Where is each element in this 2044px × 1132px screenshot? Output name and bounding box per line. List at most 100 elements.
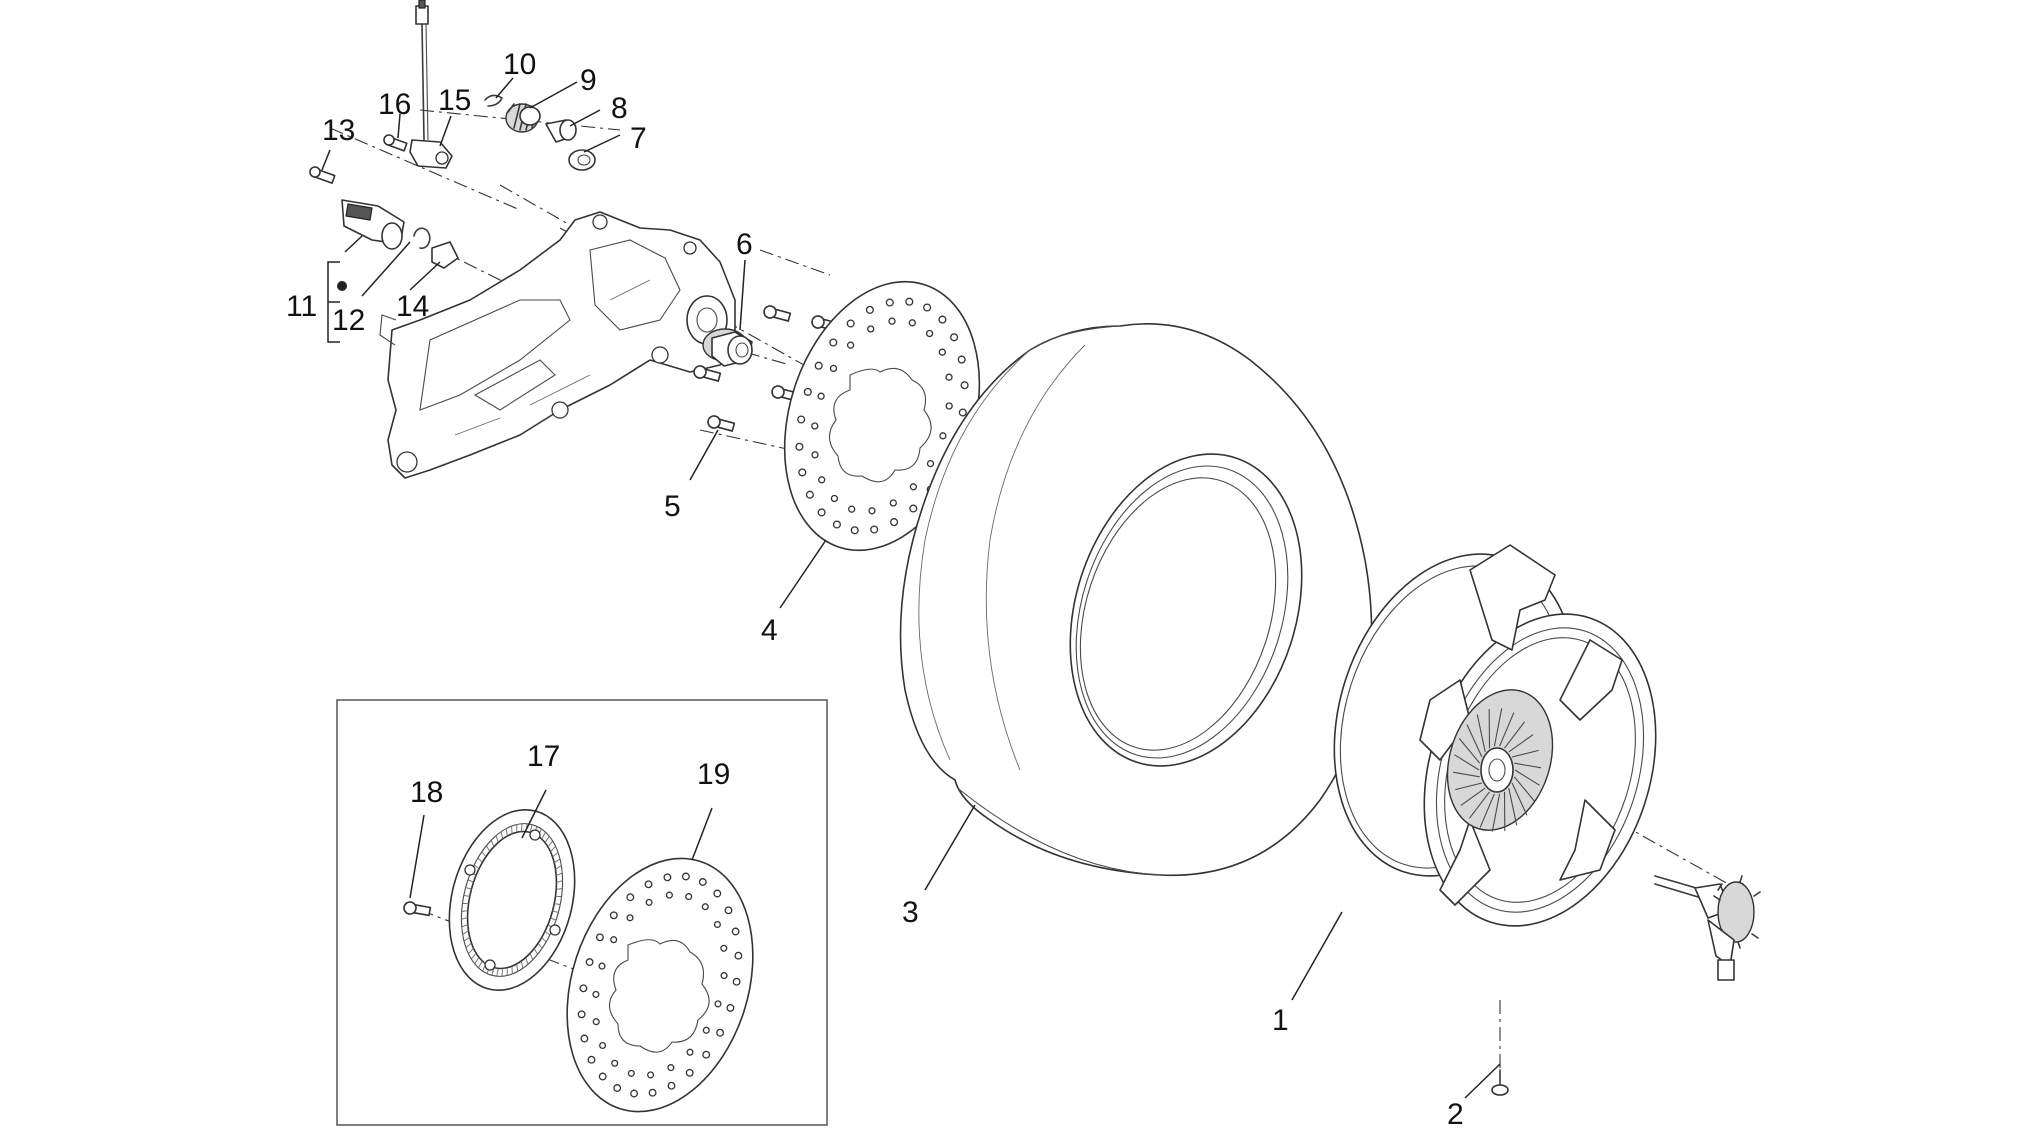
swingarm-bracket bbox=[379, 211, 736, 479]
callout-5: 5 bbox=[664, 490, 681, 523]
hub-spacer bbox=[702, 328, 753, 367]
abs-disc-hole bbox=[587, 1055, 596, 1064]
disc-hole bbox=[950, 333, 959, 342]
rim-fin bbox=[1504, 721, 1526, 749]
tone-ring-tooth bbox=[495, 835, 499, 843]
tone-ring-tooth bbox=[554, 903, 561, 905]
tone-ring-tooth bbox=[473, 864, 480, 870]
abs-disc-hole bbox=[716, 1028, 725, 1037]
disc-hole bbox=[829, 364, 838, 373]
abs-disc-hole bbox=[702, 1050, 711, 1059]
sensor-screw bbox=[383, 134, 408, 152]
rim-fin bbox=[1460, 787, 1486, 806]
abs-disc-hole bbox=[720, 972, 728, 980]
tone-ring-tooth bbox=[541, 937, 547, 943]
abs-disc-hole bbox=[731, 927, 740, 936]
disc-hole bbox=[850, 526, 859, 535]
disc-hole bbox=[811, 451, 819, 459]
callout-2: 2 bbox=[1447, 1098, 1464, 1131]
abs-disc-hole bbox=[630, 1089, 639, 1098]
tone-ring-tooth bbox=[465, 942, 472, 949]
tone-ring-tooth bbox=[544, 930, 551, 936]
abs-disc-hole bbox=[702, 1026, 710, 1034]
disc-hole bbox=[870, 525, 879, 534]
abs-disc-hole bbox=[580, 1034, 589, 1043]
callout-12: 12 bbox=[332, 304, 365, 337]
tone-ring-tooth bbox=[463, 895, 470, 897]
rim-fin bbox=[1455, 782, 1483, 791]
rim-fin bbox=[1508, 734, 1534, 753]
abs-disc-hole bbox=[685, 893, 693, 901]
tyre-valve bbox=[1491, 1069, 1509, 1096]
disc-holes bbox=[795, 297, 969, 535]
tone-ring-tooth bbox=[556, 888, 563, 890]
callout-8: 8 bbox=[611, 92, 628, 125]
tone-ring-tooth bbox=[481, 851, 487, 858]
tone-ring-tooth bbox=[556, 880, 563, 883]
tone-ring-tooth bbox=[461, 910, 468, 912]
callout-3: 3 bbox=[902, 896, 919, 929]
disc-hole bbox=[867, 325, 875, 333]
abs-disc-hole bbox=[685, 1068, 694, 1077]
tone-ring-tooth bbox=[500, 831, 504, 840]
callout-16: 16 bbox=[378, 88, 411, 121]
callout-11: 11 bbox=[286, 290, 317, 323]
disc-hole bbox=[795, 442, 804, 451]
abs-disc-hole bbox=[592, 990, 600, 998]
tone-ring-tooth bbox=[461, 917, 468, 920]
abs-disc-hole bbox=[592, 1018, 600, 1026]
tone-ring-tooth bbox=[529, 824, 533, 833]
tone-ring-tooth bbox=[468, 947, 474, 955]
tone-ring-tooth bbox=[547, 840, 554, 848]
tone-ring-tooth bbox=[541, 831, 546, 840]
oil-seal bbox=[568, 149, 596, 171]
rim-fin bbox=[1452, 771, 1480, 778]
abs-disc-hole bbox=[613, 1084, 622, 1092]
rim-fin bbox=[1493, 708, 1503, 747]
callout-19: 19 bbox=[697, 758, 730, 791]
abs-disc-hole bbox=[644, 880, 653, 889]
abs-disc-hole bbox=[713, 889, 722, 898]
disc-hole bbox=[908, 319, 916, 327]
disc-hole bbox=[925, 329, 934, 338]
rim-fin bbox=[1466, 724, 1483, 758]
tone-ring-tooth bbox=[477, 857, 483, 863]
abs-disc-hole bbox=[701, 903, 709, 911]
disc-hole bbox=[945, 373, 953, 381]
disc-hole bbox=[905, 297, 914, 306]
disc-hole bbox=[938, 348, 946, 356]
rim-fin bbox=[1499, 712, 1515, 747]
tone-ring-tooth bbox=[462, 930, 469, 935]
rim-fin bbox=[1514, 769, 1540, 786]
abs-disc-hole bbox=[663, 873, 672, 882]
disc-hole bbox=[909, 504, 918, 513]
callout-14: 14 bbox=[396, 290, 429, 323]
callout-13: 13 bbox=[322, 114, 355, 147]
disc-hole bbox=[830, 494, 839, 503]
disc-hole bbox=[865, 305, 874, 314]
abs-disc-hole bbox=[714, 1000, 722, 1008]
abs-disc-hole bbox=[713, 920, 721, 929]
tone-ring-tooth bbox=[520, 960, 524, 969]
tone-ring-tooth bbox=[525, 957, 529, 965]
tone-ring-tooth bbox=[490, 840, 495, 847]
callout-6: 6 bbox=[736, 228, 753, 261]
tone-ring-tooth bbox=[505, 828, 508, 837]
abs-disc-hole bbox=[726, 1003, 735, 1012]
wheel-rim bbox=[1333, 544, 1657, 927]
rim-fin bbox=[1458, 738, 1481, 764]
tone-ring-tooth bbox=[465, 887, 472, 890]
abs-disc-hole bbox=[579, 984, 588, 993]
tone-ring-tooth bbox=[544, 835, 550, 843]
tone-ring-tooth bbox=[486, 845, 491, 852]
tone-ring-tooth bbox=[550, 917, 557, 921]
disc-hole bbox=[957, 355, 966, 364]
tone-ring-tooth bbox=[467, 879, 474, 883]
rim-fin bbox=[1511, 749, 1539, 758]
tone-ring-tooth bbox=[533, 948, 538, 955]
rim-fin bbox=[1454, 754, 1480, 771]
abs-disc-hole bbox=[720, 944, 728, 952]
abs-disc-hole bbox=[577, 1010, 586, 1019]
abs-disc-hole bbox=[585, 958, 594, 967]
abs-disc-hole bbox=[665, 891, 673, 899]
